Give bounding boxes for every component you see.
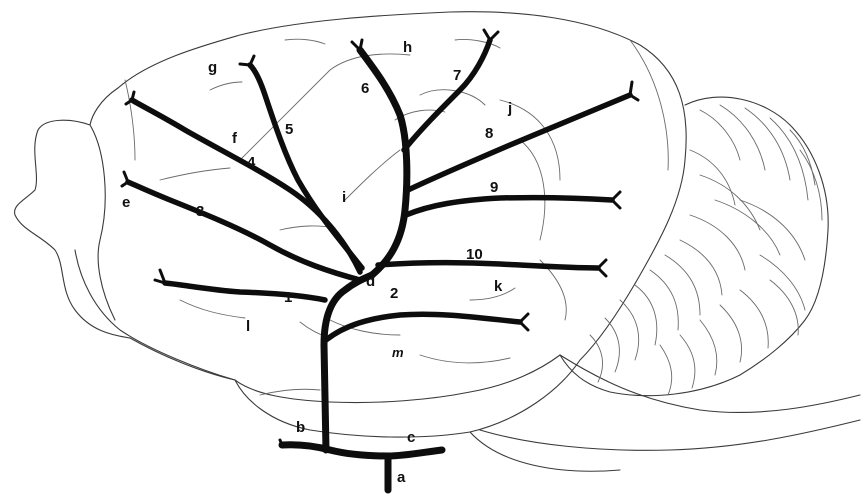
brain-outline: [15, 12, 860, 472]
label-3: 3: [196, 203, 204, 220]
temporal-base: [235, 355, 560, 403]
label-j: j: [507, 100, 512, 117]
cerebellar-folia: [590, 105, 822, 395]
vessel-b-c: [282, 445, 442, 456]
label-d: d: [366, 273, 375, 290]
label-8: 8: [485, 125, 493, 142]
label-c: c: [407, 429, 415, 446]
label-1: 1: [284, 289, 292, 306]
label-i: i: [342, 189, 346, 206]
label-g: g: [208, 59, 217, 76]
label-m: m: [392, 345, 404, 360]
label-10: 10: [466, 246, 483, 263]
vessel-3: [128, 182, 360, 280]
vessel-2: [326, 314, 520, 340]
olfactory-inner: [90, 125, 115, 320]
label-7: 7: [453, 67, 461, 84]
brainstem-lower: [480, 420, 860, 450]
label-h: h: [403, 39, 412, 56]
vessel-4: [132, 100, 360, 272]
label-9: 9: [490, 179, 498, 196]
label-4: 4: [247, 154, 256, 171]
vessel-5: [250, 65, 362, 268]
olfactory-bulb: [15, 88, 130, 338]
label-6: 6: [361, 80, 369, 97]
brainstem-contour: [560, 355, 860, 412]
label-2: 2: [390, 285, 398, 302]
vessel-trunk: [324, 275, 372, 450]
vessel-9: [406, 198, 612, 215]
vessel-10: [378, 263, 598, 268]
label-b: b: [296, 419, 305, 436]
label-a: a: [397, 469, 406, 486]
brainstem-base: [470, 432, 620, 471]
label-f: f: [232, 130, 238, 147]
label-5: 5: [285, 121, 293, 138]
label-k: k: [494, 278, 503, 295]
vessel-7: [404, 40, 490, 150]
vessel-1: [165, 283, 325, 300]
label-e: e: [122, 194, 130, 211]
vessel-tree: [122, 30, 638, 490]
label-l: l: [246, 318, 250, 335]
